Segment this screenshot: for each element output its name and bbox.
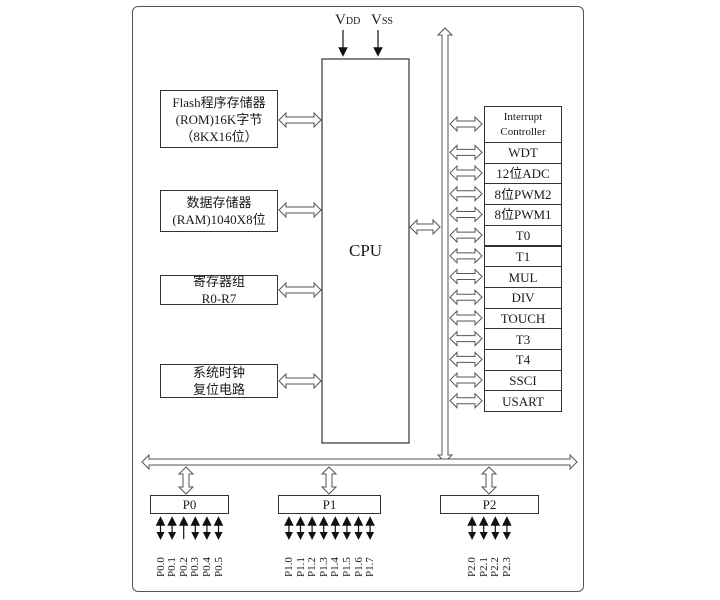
- block-text-line: (RAM)1040X8位: [172, 212, 266, 227]
- pin-label: P2.0: [466, 557, 479, 577]
- peripheral-8位pwm1: 8位PWM1: [484, 204, 562, 226]
- block-text-line: 系统时钟: [192, 365, 245, 380]
- pin-label: P1.1: [294, 557, 307, 577]
- peripheral-touch: TOUCH: [484, 307, 562, 330]
- block-text-line: （8KX16位）: [180, 128, 258, 144]
- block-text-line: 数据存储器: [186, 195, 252, 210]
- cpu-label: CPU: [349, 241, 383, 260]
- peripheral-bus-arrow: [449, 309, 483, 327]
- pin-label: P1.5: [340, 557, 353, 577]
- pin-arrowhead: [354, 532, 363, 540]
- pin-arrowhead: [284, 532, 293, 540]
- pin-arrowhead: [168, 532, 177, 540]
- peripheral-t1: T1: [484, 245, 562, 268]
- peripheral-interrupt-controller: Interrupt Controller: [484, 106, 562, 143]
- peripheral-bus-arrow: [449, 289, 483, 306]
- peripheral-bus-arrow: [449, 330, 483, 347]
- memory-block-1: 数据存储器 (RAM)1040X8位: [160, 190, 278, 232]
- peripheral-bus-arrow: [449, 351, 483, 368]
- pin-arrowhead: [319, 532, 328, 540]
- peripheral-bus-arrow: [449, 268, 483, 285]
- block-text-line: 寄存器组: [192, 274, 245, 289]
- pin-label: P0.3: [189, 557, 202, 577]
- vertical-bus-arrow: [436, 27, 454, 463]
- peripheral-bus-arrow: [449, 206, 483, 223]
- vdd-label: VDD: [335, 12, 361, 28]
- block-cpu-arrow: [278, 111, 322, 129]
- peripheral-t0: T0: [484, 224, 562, 247]
- peripheral-mul: MUL: [484, 266, 562, 288]
- block-text-line: Flash程序存储器: [172, 94, 266, 110]
- pin-arrowhead: [502, 532, 511, 540]
- peripheral-bus-arrow: [449, 144, 483, 161]
- pin-arrowhead: [156, 532, 165, 540]
- pin-label: P1.0: [282, 557, 295, 577]
- peripheral-t4: T4: [484, 349, 562, 371]
- pin-label: P0.0: [154, 557, 167, 577]
- port-bus-arrow: [320, 466, 338, 495]
- peripheral-bus-arrow: [449, 164, 483, 182]
- pin-arrowhead: [342, 532, 351, 540]
- peripheral-bus-arrow: [449, 371, 483, 389]
- pin-arrowhead: [191, 532, 200, 540]
- vss-label: VSS: [371, 12, 393, 28]
- pin-label: P2.3: [500, 557, 513, 577]
- peripheral-ssci: SSCI: [484, 369, 562, 392]
- pin-arrowhead: [366, 532, 375, 540]
- peripheral-12位adc: 12位ADC: [484, 162, 562, 185]
- block-text-line: R0-R7: [201, 291, 237, 306]
- pin-label: P0.4: [200, 557, 213, 577]
- block-cpu-arrow: [278, 281, 322, 299]
- pin-label: P0.5: [212, 557, 225, 577]
- peripheral-bus-arrow: [449, 185, 483, 202]
- pin-arrowhead: [308, 532, 317, 540]
- memory-block-0: Flash程序存储器(ROM)16K字节（8KX16位）: [160, 90, 278, 148]
- peripheral-bus-arrow: [449, 115, 483, 133]
- pin-arrowhead: [479, 532, 488, 540]
- block-text-line: (ROM)16K字节: [175, 111, 263, 127]
- pin-arrowhead: [491, 532, 500, 540]
- horizontal-bus-arrow: [141, 453, 578, 471]
- cpu-bus-arrow: [409, 218, 441, 236]
- block-cpu-arrow: [278, 201, 322, 219]
- peripheral-t3: T3: [484, 328, 562, 350]
- pin-label: P2.2: [489, 557, 502, 577]
- port-bus-arrow: [480, 466, 498, 495]
- pin-arrowhead: [331, 532, 340, 540]
- peripheral-div: DIV: [484, 286, 562, 309]
- peripheral-bus-arrow: [449, 247, 483, 265]
- pin-label: P0.1: [166, 557, 179, 577]
- pin-arrowhead: [296, 532, 305, 540]
- pin-arrowhead: [202, 532, 211, 540]
- pin-label: P1.6: [352, 557, 365, 577]
- cpu-box: [321, 58, 410, 444]
- pin-arrowhead: [468, 532, 477, 540]
- peripheral-bus-arrow: [449, 226, 483, 244]
- pin-label: P1.7: [364, 557, 377, 577]
- block-cpu-arrow: [278, 372, 322, 390]
- memory-block-3: 系统时钟复位电路: [160, 364, 278, 398]
- peripheral-usart: USART: [484, 390, 562, 413]
- peripheral-bus-arrow: [449, 392, 483, 409]
- block-text-line: 复位电路: [192, 382, 245, 397]
- port-p0: P0: [150, 495, 229, 514]
- memory-block-2: 寄存器组 R0-R7: [160, 274, 278, 306]
- pin-arrowhead: [214, 532, 223, 540]
- diagram-frame: [132, 6, 584, 592]
- port-bus-arrow: [177, 466, 195, 495]
- port-p1: P1: [278, 495, 381, 514]
- peripheral-8位pwm2: 8位PWM2: [484, 183, 562, 206]
- port-p2: P2: [440, 495, 539, 514]
- peripheral-wdt: WDT: [484, 142, 562, 164]
- pin-label: P1.4: [329, 557, 342, 577]
- pin-label: P1.2: [306, 557, 319, 577]
